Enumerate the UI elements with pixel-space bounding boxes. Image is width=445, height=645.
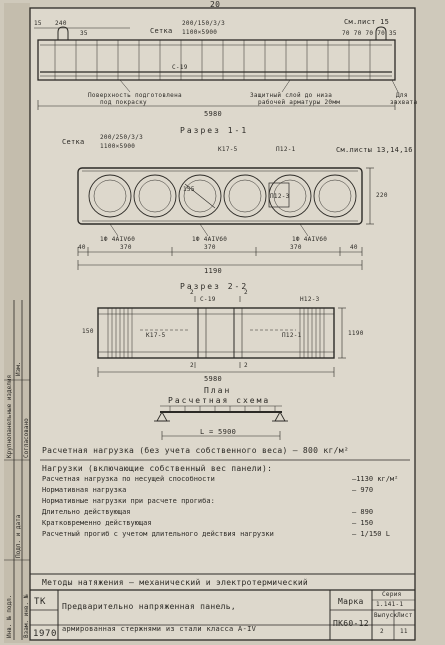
dim-370-c: 370	[290, 244, 302, 251]
dim-15: 15	[34, 20, 42, 27]
section-height: 220	[376, 192, 388, 199]
section-2-title: Разрез 2-2	[180, 282, 249, 291]
issue-label: Выпуск	[374, 612, 398, 619]
plan-view	[97, 296, 346, 377]
mesh-label-top: Сетка	[150, 27, 173, 35]
top-dims-right: 70 70 70 70 35	[342, 30, 397, 37]
side-strip-field: Изм.	[15, 361, 22, 376]
plan-length: 5980	[204, 375, 223, 383]
c19-label-plan: С-19	[200, 296, 216, 303]
dim-35: 35	[80, 30, 88, 37]
cut-mark-top-left: 2	[190, 289, 194, 296]
p12-inner-label: П12-3	[270, 193, 290, 200]
plan-title: План	[204, 386, 232, 395]
p12-label-plan: П12-1	[282, 332, 302, 339]
mark-label: Марка	[338, 597, 364, 606]
cut-mark-top-right: 2	[244, 289, 248, 296]
dim-240: 240	[55, 20, 67, 27]
load-row-value: — 1/150 L	[352, 530, 390, 538]
org-code: ТК	[34, 597, 47, 607]
design-scheme	[154, 405, 288, 440]
series-value: 1.141-1	[376, 601, 404, 608]
load-row: Длительно действующая — 890	[42, 508, 412, 517]
dim-370-b: 370	[204, 244, 216, 251]
cover-note-b: рабочей арматуры 20мм	[258, 99, 341, 106]
side-strip-field: Крупнопанельные изделия	[6, 374, 13, 458]
side-strip-field: Взам. инв. №	[23, 594, 30, 638]
side-strip-field: Инв. № подл.	[6, 594, 13, 638]
tensioning-methods: Методы натяжения — механический и электр…	[42, 578, 309, 587]
mesh-spec-top-a: 200/150/3/3	[182, 20, 226, 27]
load-row-value: — 890	[352, 508, 374, 516]
rebar-label-c: 1Ф 4АIVб0	[292, 236, 328, 243]
mesh-spec-section-a: 200/250/3/3	[100, 134, 144, 141]
cross-section-1-1	[77, 167, 374, 270]
mark-value: ПК60-12	[333, 619, 369, 628]
rebar-label-a: 1Ф 4АIVб0	[100, 236, 136, 243]
section-1-title: Разрез 1-1	[180, 126, 249, 135]
load-row-value: — 150	[352, 519, 374, 527]
grip-note-b: захвата	[390, 99, 418, 106]
c19-label-top: С-19	[172, 64, 188, 71]
load-row-name: Длительно действующая	[42, 508, 131, 516]
see-sheets-13-16: См.листы 13,14,16	[336, 146, 413, 154]
issue-value: 2	[380, 628, 384, 635]
loads-header: Нагрузки (включающие собственный вес пан…	[42, 464, 273, 473]
mesh-spec-section-b: 1100×5900	[100, 143, 136, 150]
p12-label-section: П12-1	[276, 146, 296, 153]
load-row-value: —1130 кг/м²	[352, 475, 399, 483]
grip-note-a: Для	[396, 92, 408, 99]
sheet-label: Лист	[397, 612, 413, 619]
surface-note-a: Поверхность подготовлена	[88, 92, 182, 99]
series-label: Серия	[382, 591, 402, 598]
load-row-name: Нормативные нагрузки при расчете прогиба…	[42, 497, 215, 505]
see-sheet-15: См.лист 15	[344, 18, 390, 26]
side-strip-field: Подп. и дата	[15, 514, 22, 558]
load-row-name: Нормативная нагрузка	[42, 486, 127, 494]
load-row-value: — 970	[352, 486, 374, 494]
load-row-name: Расчетная нагрузка по несущей способност…	[42, 475, 215, 483]
sheet-value: 11	[400, 628, 408, 635]
side-strip-field: Согласовано	[23, 418, 30, 458]
year: 1970	[33, 629, 58, 639]
title-block-frame	[30, 459, 415, 640]
scheme-title: Расчетная схема	[168, 396, 271, 405]
dim-40-right: 40	[350, 244, 358, 251]
k17-label-plan: К17-5	[146, 332, 166, 339]
load-row: Расчетный прогиб с учетом длительного де…	[42, 530, 412, 539]
load-row: Нормативная нагрузка — 970	[42, 486, 412, 495]
dim-150: 150	[82, 328, 94, 335]
cut-mark-bottom-right: 2	[244, 362, 248, 369]
drawing-title-line-1: Предварительно напряженная панель,	[62, 602, 236, 611]
load-row-name: Кратковременно действующая	[42, 519, 152, 527]
dim-40-left: 40	[78, 244, 86, 251]
dim-155: 155	[183, 186, 195, 193]
section-width: 1190	[204, 267, 223, 275]
h12-3-label: Н12-3	[300, 296, 320, 303]
longitudinal-view	[34, 26, 399, 110]
k17-label-section: К17-5	[218, 146, 238, 153]
design-load-line: Расчетная нагрузка (без учета собственно…	[42, 446, 349, 455]
length-dim-top: 5980	[204, 110, 223, 118]
load-row: Расчетная нагрузка по несущей способност…	[42, 475, 412, 484]
surface-note-b: под покраску	[100, 99, 147, 106]
plan-width: 1190	[348, 330, 364, 337]
cover-note-a: Защитный слой до низа	[250, 92, 333, 99]
scheme-span: L = 5900	[200, 428, 237, 436]
mesh-label-section: Сетка	[62, 138, 85, 146]
load-row: Кратковременно действующая — 150	[42, 519, 412, 528]
cut-mark-bottom-left: 2	[190, 362, 194, 369]
dim-370-a: 370	[120, 244, 132, 251]
load-row-name: Расчетный прогиб с учетом длительного де…	[42, 530, 274, 538]
sheet-number: 20	[210, 0, 221, 9]
load-row: Нормативные нагрузки при расчете прогиба…	[42, 497, 412, 506]
rebar-label-b: 1Ф 4АIVб0	[192, 236, 228, 243]
drawing-title-line-2: армированная стержнями из стали класса А…	[62, 625, 257, 633]
mesh-spec-top-b: 1100×5900	[182, 29, 218, 36]
